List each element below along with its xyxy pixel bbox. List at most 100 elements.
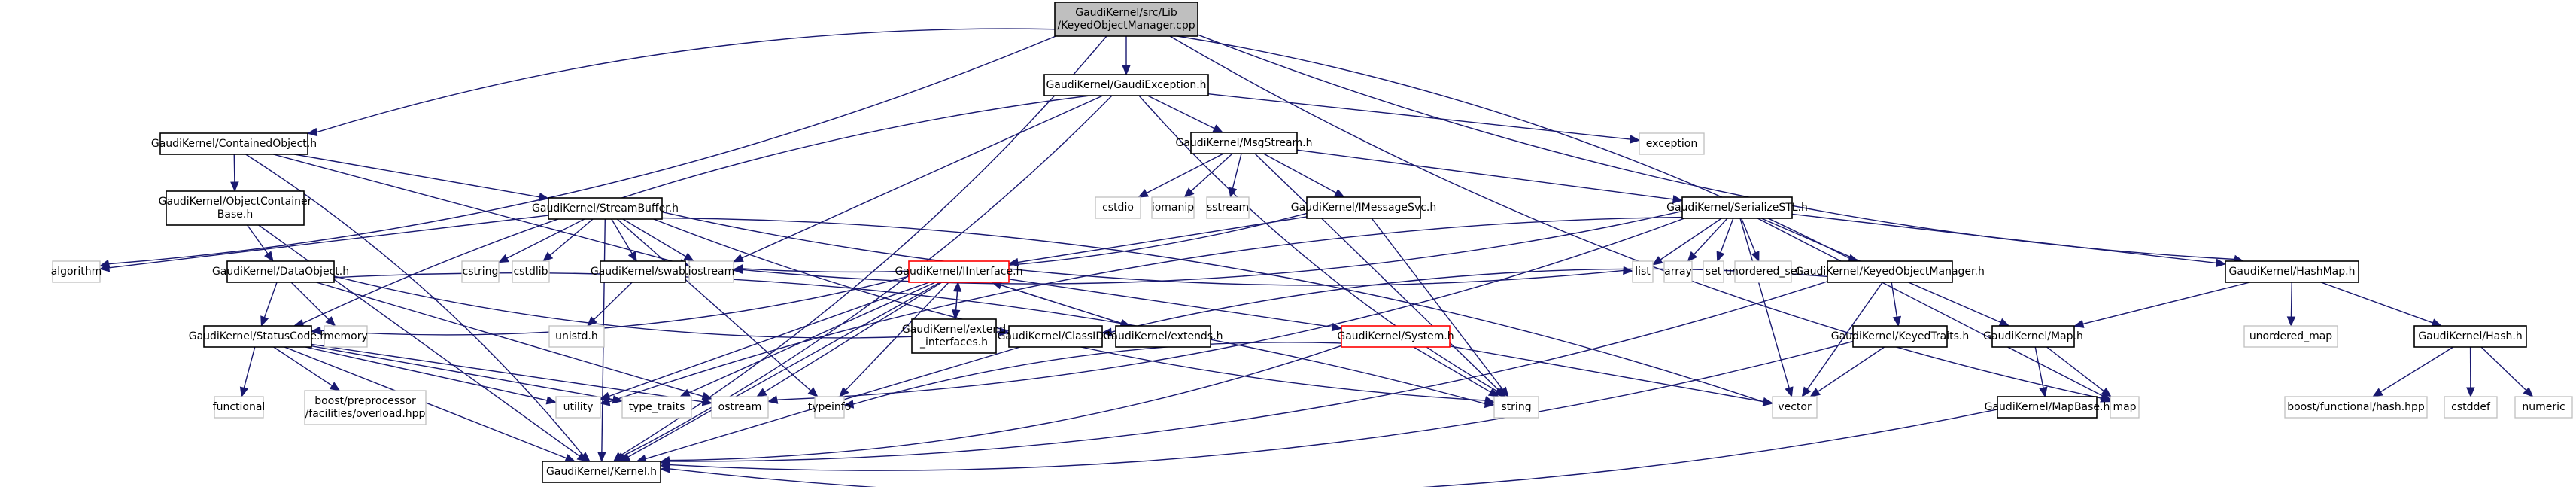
node-label: set [1706,266,1722,278]
node-label: GaudiKernel/ObjectContainer [159,196,312,208]
arrowhead-Hash-to-numeric [2523,387,2534,397]
node-box [1827,260,1953,283]
node-label: GaudiKernel/Map.h [1983,330,2083,342]
node-box [814,396,845,419]
node-iinterface[interactable]: GaudiKernel/IInterface.h [895,260,1023,283]
node-box [908,260,1010,283]
arrowhead-KeyedObjectManagerH-to-ClassID [1101,327,1112,336]
arrowhead-KeyedTraits-to-vector [1809,388,1821,397]
node-label: GaudiKernel/MsgStream.h [1175,137,1312,149]
node-gaudiexception[interactable]: GaudiKernel/GaudiException.h [1043,74,1209,96]
arrowhead-IInterface-to-StatusCode [310,326,321,335]
node-statuscode[interactable]: GaudiKernel/StatusCode.h [189,325,327,348]
node-extends[interactable]: GaudiKernel/extends.h [1104,325,1223,348]
node-label: array [1664,266,1692,278]
node-label: GaudiKernel/src/Lib [1075,7,1177,19]
edge-StreamBuffer-to-typeinfo [616,218,812,391]
node-cstddef: cstddef [2444,396,2498,419]
node-box [1493,396,1539,419]
node-hash[interactable]: GaudiKernel/Hash.h [2413,325,2527,348]
node-box [1095,196,1141,219]
arrowhead-StreamBuffer-to-typeinfo [807,387,819,397]
edge-StatusCode-to-utility [305,346,548,401]
arrowhead-System-to-vector [1762,397,1774,406]
node-label: iomanip [1152,202,1194,214]
node-label: GaudiKernel/swab.h [591,266,695,278]
arrowhead-ObjectContainerBase-to-DataObject [264,251,274,263]
node-label: boost/functional/hash.hpp [2287,401,2425,413]
node-label: GaudiKernel/KeyedTraits.h [1831,330,1969,342]
node-label: unordered_set [1725,266,1801,278]
node-containedobject[interactable]: GaudiKernel/ContainedObject.h [151,132,317,155]
node-box [1734,260,1792,283]
node-classid[interactable]: GaudiKernel/ClassID.h [998,325,1114,348]
node-serializestl[interactable]: GaudiKernel/SerializeSTL.h [1666,196,1808,219]
node-list: list [1632,260,1654,283]
node-box [911,318,997,354]
edge-StatusCode-to-type_traits [311,345,614,400]
node-box [1997,396,2098,419]
edge-StreamBuffer-to-algorithm [108,215,549,269]
node-box [2110,396,2140,419]
node-keyedobjectmanagerh[interactable]: GaudiKernel/KeyedObjectManager.h [1795,260,1985,283]
node-hashmap[interactable]: GaudiKernel/HashMap.h [2225,260,2359,283]
edge-GaudiException-to-exception [1208,93,1631,140]
node-keyedtraits[interactable]: GaudiKernel/KeyedTraits.h [1831,325,1969,348]
edge-MsgStream-to-SerializeSTL [1296,149,1674,200]
arrowhead-Hash-to-cstddef [2466,387,2475,398]
node-imessagesvc[interactable]: GaudiKernel/IMessageSvc.h [1291,196,1436,219]
node-dataobject[interactable]: GaudiKernel/DataObject.h [212,260,349,283]
node-boost-hash: boost/functional/hash.hpp [2284,396,2428,419]
edge-HashMap-to-Map [2082,282,2250,325]
arrowhead-SerializeSTL-to-array [1687,251,1698,262]
node-box [2444,396,2498,419]
edge-HashMap-to-Hash [2320,282,2433,324]
node-exception: exception [1639,132,1705,155]
node-box [1681,196,1793,219]
node-box [2225,260,2359,283]
edge-IInterface-to-utility [609,282,930,397]
node-box [1115,325,1211,348]
node-label: utility [564,401,594,413]
node-iostream: iostream [688,260,734,283]
node-label: GaudiKernel/IMessageSvc.h [1291,202,1436,214]
node-msgstream[interactable]: GaudiKernel/MsgStream.h [1175,132,1313,154]
arrowhead-Map-to-map [2101,387,2112,397]
node-swab[interactable]: GaudiKernel/swab.h [591,260,695,283]
node-extend-interfaces[interactable]: GaudiKernel/extend_interfaces.h [902,318,1006,354]
arrowhead-DataObject-to-ostream [701,391,713,400]
node-map[interactable]: GaudiKernel/Map.h [1983,325,2083,348]
edge-extend_interfaces-to-IInterface [955,291,958,320]
node-mapbase[interactable]: GaudiKernel/MapBase.h [1985,396,2110,419]
edge-cpp-to-algorithm [108,35,1056,265]
node-label: cstdlib [513,266,548,278]
edge-MsgStream-to-sstream [1232,153,1242,189]
edge-DataObject-to-StatusCode [263,282,278,318]
node-cpp[interactable]: GaudiKernel/src/Lib/KeyedObjectManager.c… [1054,2,1198,37]
arrowhead-SerializeSTL-to-unordered_set [1751,251,1760,263]
node-streambuffer[interactable]: GaudiKernel/StreamBuffer.h [532,197,679,220]
edge-ObjectContainerBase-to-Kernel [258,224,580,457]
arrowhead-HashMap-to-unordered_map [2286,316,2296,327]
node-label: GaudiKernel/SerializeSTL.h [1666,202,1808,214]
node-label: numeric [2522,401,2565,413]
edge-StreamBuffer-to-iostream [622,218,687,257]
edge-StreamBuffer-to-vector [661,217,1764,403]
node-system[interactable]: GaudiKernel/System.h [1337,325,1454,348]
edge-StatusCode-to-ostream [311,343,703,403]
node-box [1703,260,1724,283]
node-label: vector [1778,401,1812,413]
node-box [512,260,550,283]
edge-SerializeSTL-to-HashMap [1791,213,2217,264]
node-label: list [1635,266,1651,278]
node-label: _interfaces.h [919,336,988,349]
node-label: functional [213,401,266,413]
node-label: typeinfo [808,401,852,413]
node-label: GaudiKernel/ContainedObject.h [151,138,317,150]
node-kernel[interactable]: GaudiKernel/Kernel.h [542,461,661,483]
arrowhead-Hash-to-boost_hash [2372,388,2383,397]
arrowhead-extend_interfaces-to-IInterface [952,281,962,292]
arrowhead-StatusCode-to-utility [545,396,557,405]
arrowhead-DataObject-to-string [1484,399,1496,409]
